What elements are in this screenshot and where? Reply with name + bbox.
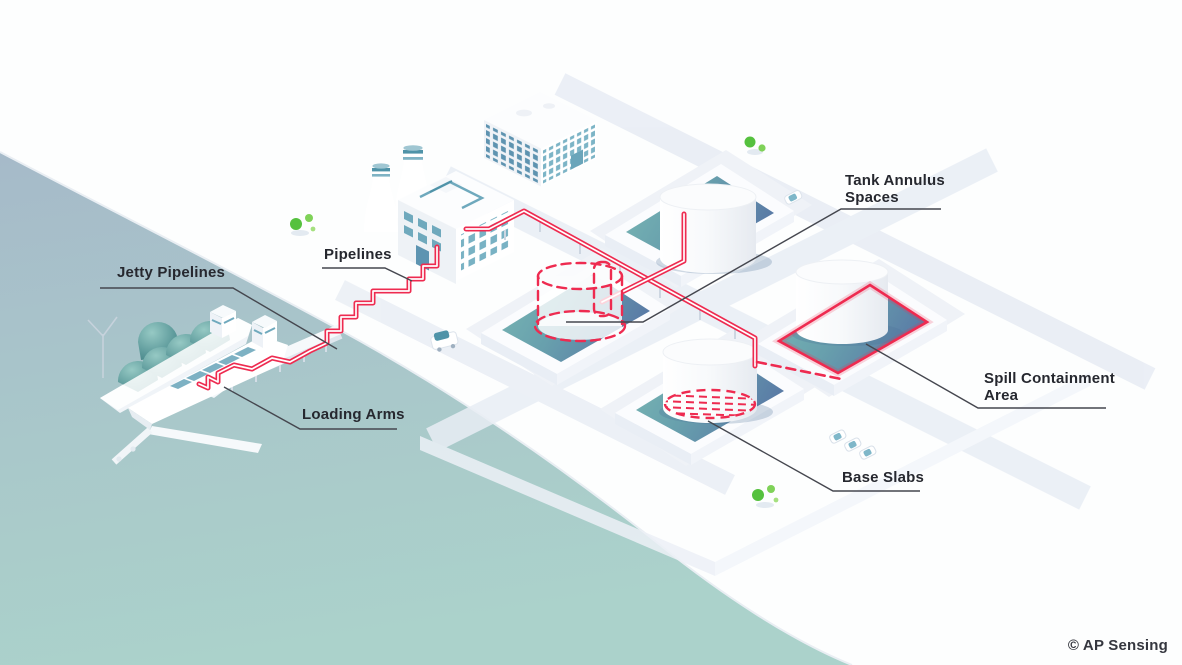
annulus-dashed-tank [533,260,627,343]
base-slab-dashed-coil [663,388,757,420]
pipelines-red [196,208,843,391]
label-base-slabs: Base Slabs [842,469,925,486]
wind-mast [87,316,118,378]
pipeline-supports [504,222,736,339]
lng-carrier-ship [100,305,252,413]
label-pipelines: Pipelines [324,246,392,263]
copyright-notice: © AP Sensing [1067,637,1168,654]
leader-lines [100,208,1106,492]
car [784,189,803,205]
leader-pipelines [322,267,413,282]
leader-spill-containment [865,343,1106,409]
terminal-roads [335,73,1156,576]
deck-hatches [170,347,256,389]
parked-cars [829,429,877,460]
trees [290,136,779,508]
leader-tank-annulus [566,208,941,323]
leader-base-slabs [707,420,920,492]
label-spill-containment-area: Spill Containment Area [984,370,1115,404]
leader-loading-arms [223,386,397,430]
leader-jetty-pipelines [100,287,338,350]
storage-tank-north [656,183,772,274]
office-building [484,92,597,187]
spill-containment-outline [772,280,934,378]
label-jetty-pipelines: Jetty Pipelines [117,264,226,281]
label-tank-annulus-spaces: Tank Annulus Spaces [845,172,945,206]
service-van [430,330,459,352]
storage-tank-east [792,259,904,346]
lng-bridge [210,305,236,338]
label-loading-arms: Loading Arms [302,406,405,423]
tanker-bridge [252,315,277,348]
